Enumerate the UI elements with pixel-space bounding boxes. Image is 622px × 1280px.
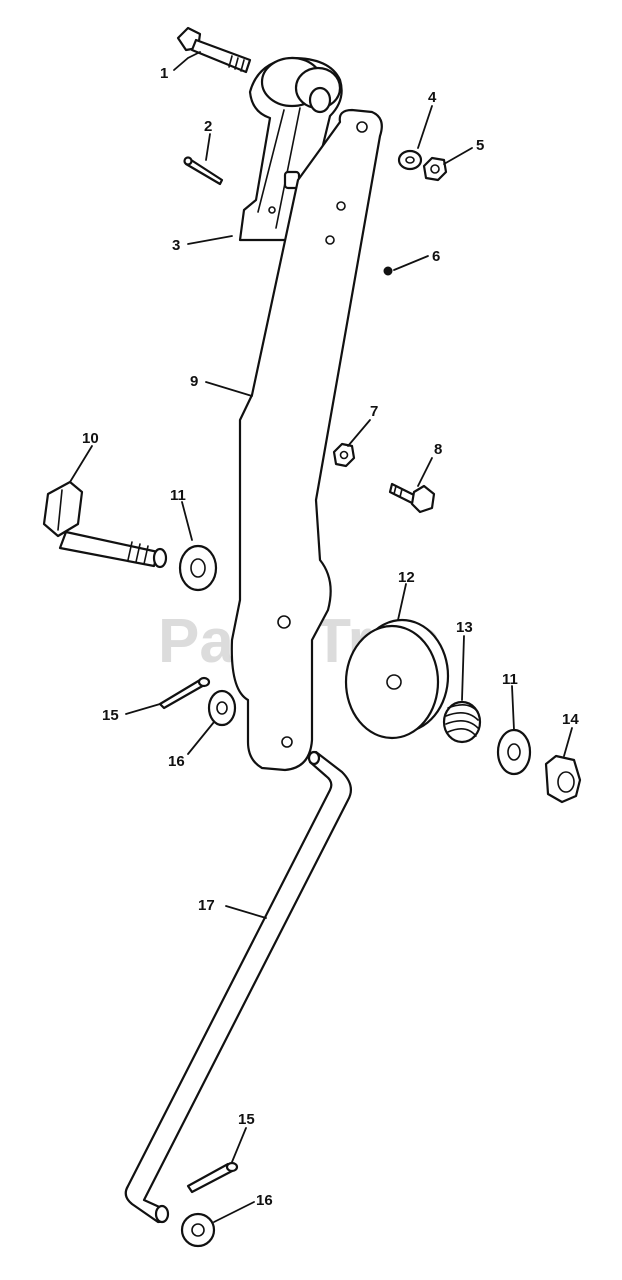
part-8-bolt [388,482,436,514]
callout-9: 9 [190,373,198,390]
callout-15-upper: 15 [102,707,119,724]
callout-3: 3 [172,237,180,254]
callout-14: 14 [562,711,579,728]
leader-lines [69,51,573,1223]
part-6-nut [383,266,393,276]
part-14-locknut [544,754,582,804]
part-3-bracket [238,56,343,242]
part-4-washer [397,149,423,171]
part-2-pin [183,156,224,186]
callout-7: 7 [370,403,378,420]
callout-16-lower: 16 [256,1192,273,1209]
part-11-washer-left [178,544,218,592]
part-1-bolt [176,26,252,74]
part-12-disc [344,618,450,740]
callout-8: 8 [434,441,442,458]
callout-11-right: 11 [502,671,518,688]
part-15-cotter-pin-lower [186,1161,239,1194]
callout-11-left: 11 [170,487,186,504]
part-13-spring [442,700,482,744]
callout-2: 2 [204,118,212,135]
callout-17: 17 [198,897,215,914]
part-9-arm [230,108,383,772]
part-5-nut [422,156,448,182]
part-16-washer-lower [180,1212,216,1248]
part-11-washer-right [496,728,532,776]
callout-6: 6 [432,248,440,265]
callout-12: 12 [398,569,415,586]
part-10-bolt [42,480,168,569]
callout-15-lower: 15 [238,1111,255,1128]
callout-4: 4 [428,89,437,106]
callout-1: 1 [160,65,168,82]
callout-13: 13 [456,619,473,636]
callout-labels: 1 2 3 4 5 6 7 8 9 10 11 12 13 11 14 15 1… [82,65,579,1209]
part-16-washer-upper [207,689,237,727]
part-15-cotter-pin-upper [158,676,211,710]
callout-10: 10 [82,430,99,447]
part-17-rod [124,750,353,1224]
callout-16-upper: 16 [168,753,185,770]
part-7-nut [332,442,356,468]
callout-5: 5 [476,137,484,154]
